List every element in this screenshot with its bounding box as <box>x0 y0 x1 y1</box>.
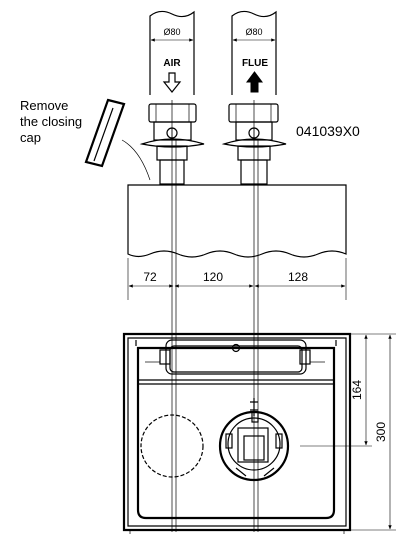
dim-120: 120 <box>203 270 223 284</box>
flue-diameter-label: Ø80 <box>245 27 262 37</box>
remove-cap-instruction: Remove the closing cap <box>20 98 86 145</box>
flue-up-arrow-icon <box>246 71 263 93</box>
dim-128: 128 <box>288 270 308 284</box>
air-label: AIR <box>163 58 181 69</box>
air-adapter <box>139 103 205 185</box>
flue-adapter <box>221 103 287 185</box>
horizontal-dimensions: 72 120 128 <box>127 258 347 300</box>
air-down-arrow-icon <box>162 72 182 93</box>
dim-300: 300 <box>374 422 388 442</box>
boiler-top-view <box>122 332 352 534</box>
instruction-line-3: cap <box>20 130 41 145</box>
flue-pipe: Ø80 FLUE <box>231 10 277 95</box>
closing-cap <box>84 98 151 181</box>
air-pipe: Ø80 AIR <box>149 10 195 95</box>
vertical-dimensions: 164 300 <box>300 333 396 531</box>
instruction-line-1: Remove <box>20 98 68 113</box>
dim-72: 72 <box>143 270 157 284</box>
air-diameter-label: Ø80 <box>163 27 180 37</box>
flue-label: FLUE <box>242 58 268 69</box>
drawing-code: 041039X0 <box>296 123 360 139</box>
instruction-line-2: the closing <box>20 114 82 129</box>
boiler-side-view <box>127 184 347 258</box>
dim-164: 164 <box>350 380 364 400</box>
